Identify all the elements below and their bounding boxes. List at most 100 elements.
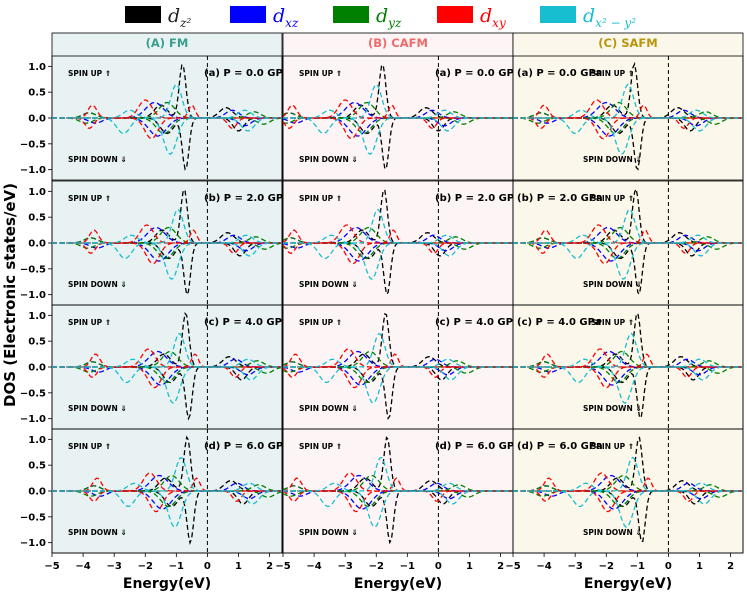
legend-label: dz² [168, 5, 191, 30]
spin-up-label: SPIN UP ⇑ [299, 442, 342, 451]
curve-dyz-up [513, 474, 743, 492]
curve-dxy-down [513, 490, 743, 513]
curve-dxz-up [52, 474, 282, 492]
legend-label: dyz [376, 5, 402, 30]
x-tick-label: 0 [665, 561, 672, 572]
curve-dxz-down [513, 366, 743, 386]
y-tick-label: −1.0 [20, 165, 46, 176]
x-tick-label: −3 [567, 561, 582, 572]
x-tick-label: 2 [727, 561, 734, 572]
column-title: (C) SAFM [598, 36, 657, 50]
spin-up-label: SPIN UP ⇑ [299, 69, 342, 78]
column-background [512, 32, 744, 554]
pressure-label: (c) P = 4.0 GPa [517, 317, 601, 328]
curve-dxy-down [513, 242, 743, 265]
spin-up-label: SPIN UP ⇑ [299, 194, 342, 203]
y-tick-label: 0.5 [28, 88, 46, 99]
y-tick-label: 1.0 [28, 311, 46, 322]
curve-dz2-up [513, 311, 743, 368]
spin-down-label: SPIN DOWN ⇓ [68, 404, 127, 413]
pressure-label: (b) P = 2.0 GPa [517, 193, 603, 204]
panel-1-0: SPIN UP ⇑SPIN DOWN ⇓(a) P = 0.0 GPa [282, 55, 520, 181]
curve-dx2-y2-down [513, 242, 743, 280]
curve-dxy-up [52, 348, 282, 368]
curve-dyz-up [513, 226, 743, 244]
x-tick-label: 2 [266, 561, 273, 572]
curve-dyz-down [513, 242, 743, 260]
curve-dx2-y2-up [513, 332, 743, 368]
legend-swatch [540, 6, 576, 23]
spin-up-label: SPIN UP ⇑ [68, 194, 111, 203]
curve-dz2-down [513, 490, 743, 543]
y-tick-label: 0.0 [28, 239, 46, 250]
x-tick-label: −4 [536, 561, 551, 572]
legend-swatch [230, 6, 266, 23]
curve-dz2-down [513, 366, 743, 419]
y-axis-label: DOS (Electronic states/eV) [1, 183, 19, 407]
curve-dx2-y2-up [513, 83, 743, 119]
y-tick-label: 0.0 [28, 114, 46, 125]
curve-dxy-up [52, 472, 282, 492]
x-tick-label: −5 [275, 561, 290, 572]
x-tick-label: −1 [400, 561, 415, 572]
panel-0-0: SPIN UP ⇑SPIN DOWN ⇓(a) P = 0.0 GPa1.00.… [20, 55, 289, 181]
curve-dxy-down [52, 490, 282, 513]
spin-up-label: SPIN UP ⇑ [68, 69, 111, 78]
curve-dxz-down [52, 242, 282, 262]
y-tick-label: 1.0 [28, 435, 46, 446]
spin-up-label: SPIN UP ⇑ [591, 69, 634, 78]
curve-dxy-down [513, 117, 743, 140]
curve-dxy-down [52, 117, 282, 140]
curve-dxz-up [52, 350, 282, 368]
pressure-label: (d) P = 6.0 GPa [435, 441, 521, 452]
spin-down-label: SPIN DOWN ⇓ [583, 528, 642, 537]
curve-dxy-up [52, 224, 282, 244]
legend-entry-4: dx² − y² [540, 5, 636, 30]
panel-2-0: SPIN UP ⇑SPIN DOWN ⇓(a) P = 0.0 GPa [512, 55, 744, 181]
panel-0-2: SPIN UP ⇑SPIN DOWN ⇓(c) P = 4.0 GPa1.00.… [20, 304, 288, 430]
x-tick-label: −5 [505, 561, 520, 572]
y-tick-label: −1.0 [20, 290, 46, 301]
column-title: (A) FM [146, 36, 189, 50]
curve-dz2-up [513, 436, 743, 492]
x-tick-label: −1 [169, 561, 184, 572]
curve-dyz-up [513, 350, 743, 368]
y-tick-label: −0.5 [20, 388, 46, 399]
curve-dz2-up [52, 188, 282, 244]
curve-dyz-up [52, 101, 282, 119]
spin-up-label: SPIN UP ⇑ [68, 442, 111, 451]
curve-dx2-y2-down [283, 242, 513, 280]
x-tick-label: −3 [337, 561, 352, 572]
column-title: (B) CAFM [368, 36, 428, 50]
curve-dx2-y2-down [52, 242, 282, 280]
curve-dx2-y2-down [283, 490, 513, 528]
column-background [51, 32, 283, 554]
curve-dz2-down [52, 490, 282, 546]
x-tick-label: 1 [466, 561, 473, 572]
x-tick-label: −2 [369, 561, 384, 572]
x-tick-label: 0 [204, 561, 211, 572]
y-tick-label: −1.0 [20, 538, 46, 549]
x-tick-label: −1 [630, 561, 645, 572]
panel-2-3: SPIN UP ⇑SPIN DOWN ⇓(d) P = 6.0 GPa [512, 428, 744, 554]
spin-down-label: SPIN DOWN ⇓ [583, 404, 642, 413]
curve-dx2-y2-up [52, 208, 282, 244]
curve-dx2-y2-down [52, 490, 282, 528]
pressure-label: (a) P = 0.0 GPa [517, 68, 602, 79]
curve-dxz-down [513, 490, 743, 510]
column-0: (A) FM SPIN UP ⇑SPIN DOWN ⇓(a) P = 0.0 GP… [20, 32, 290, 592]
axis-labels: DOS (Electronic states/eV) [1, 183, 19, 407]
curve-dyz-up [52, 226, 282, 244]
spin-down-label: SPIN DOWN ⇓ [583, 280, 642, 289]
curve-dx2-y2-down [283, 366, 513, 404]
y-tick-label: 0.0 [28, 487, 46, 498]
spin-down-label: SPIN DOWN ⇓ [299, 280, 358, 289]
spin-down-label: SPIN DOWN ⇓ [68, 280, 127, 289]
x-axis-label: Energy(eV) [584, 576, 672, 592]
panel-1-3: SPIN UP ⇑SPIN DOWN ⇓(d) P = 6.0 GPa [282, 428, 521, 554]
x-tick-label: −5 [44, 561, 59, 572]
curve-dx2-y2-down [52, 117, 282, 155]
spin-up-label: SPIN UP ⇑ [591, 318, 634, 327]
legend-swatch [437, 6, 473, 23]
